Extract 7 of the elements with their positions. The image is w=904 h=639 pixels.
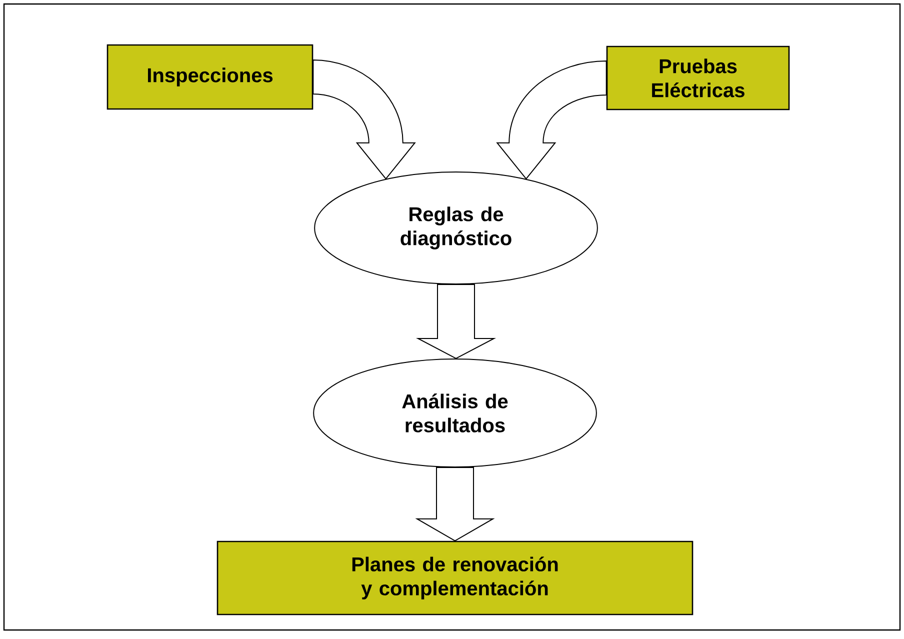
process-box: Inspecciones [106, 44, 314, 110]
process-box: Planes de renovación y complementación [216, 540, 694, 616]
process-box: Pruebas Eléctricas [606, 46, 790, 110]
block-arrow [496, 60, 607, 180]
block-arrow [416, 284, 496, 360]
block-arrow [415, 466, 495, 542]
block-arrow [312, 60, 416, 180]
